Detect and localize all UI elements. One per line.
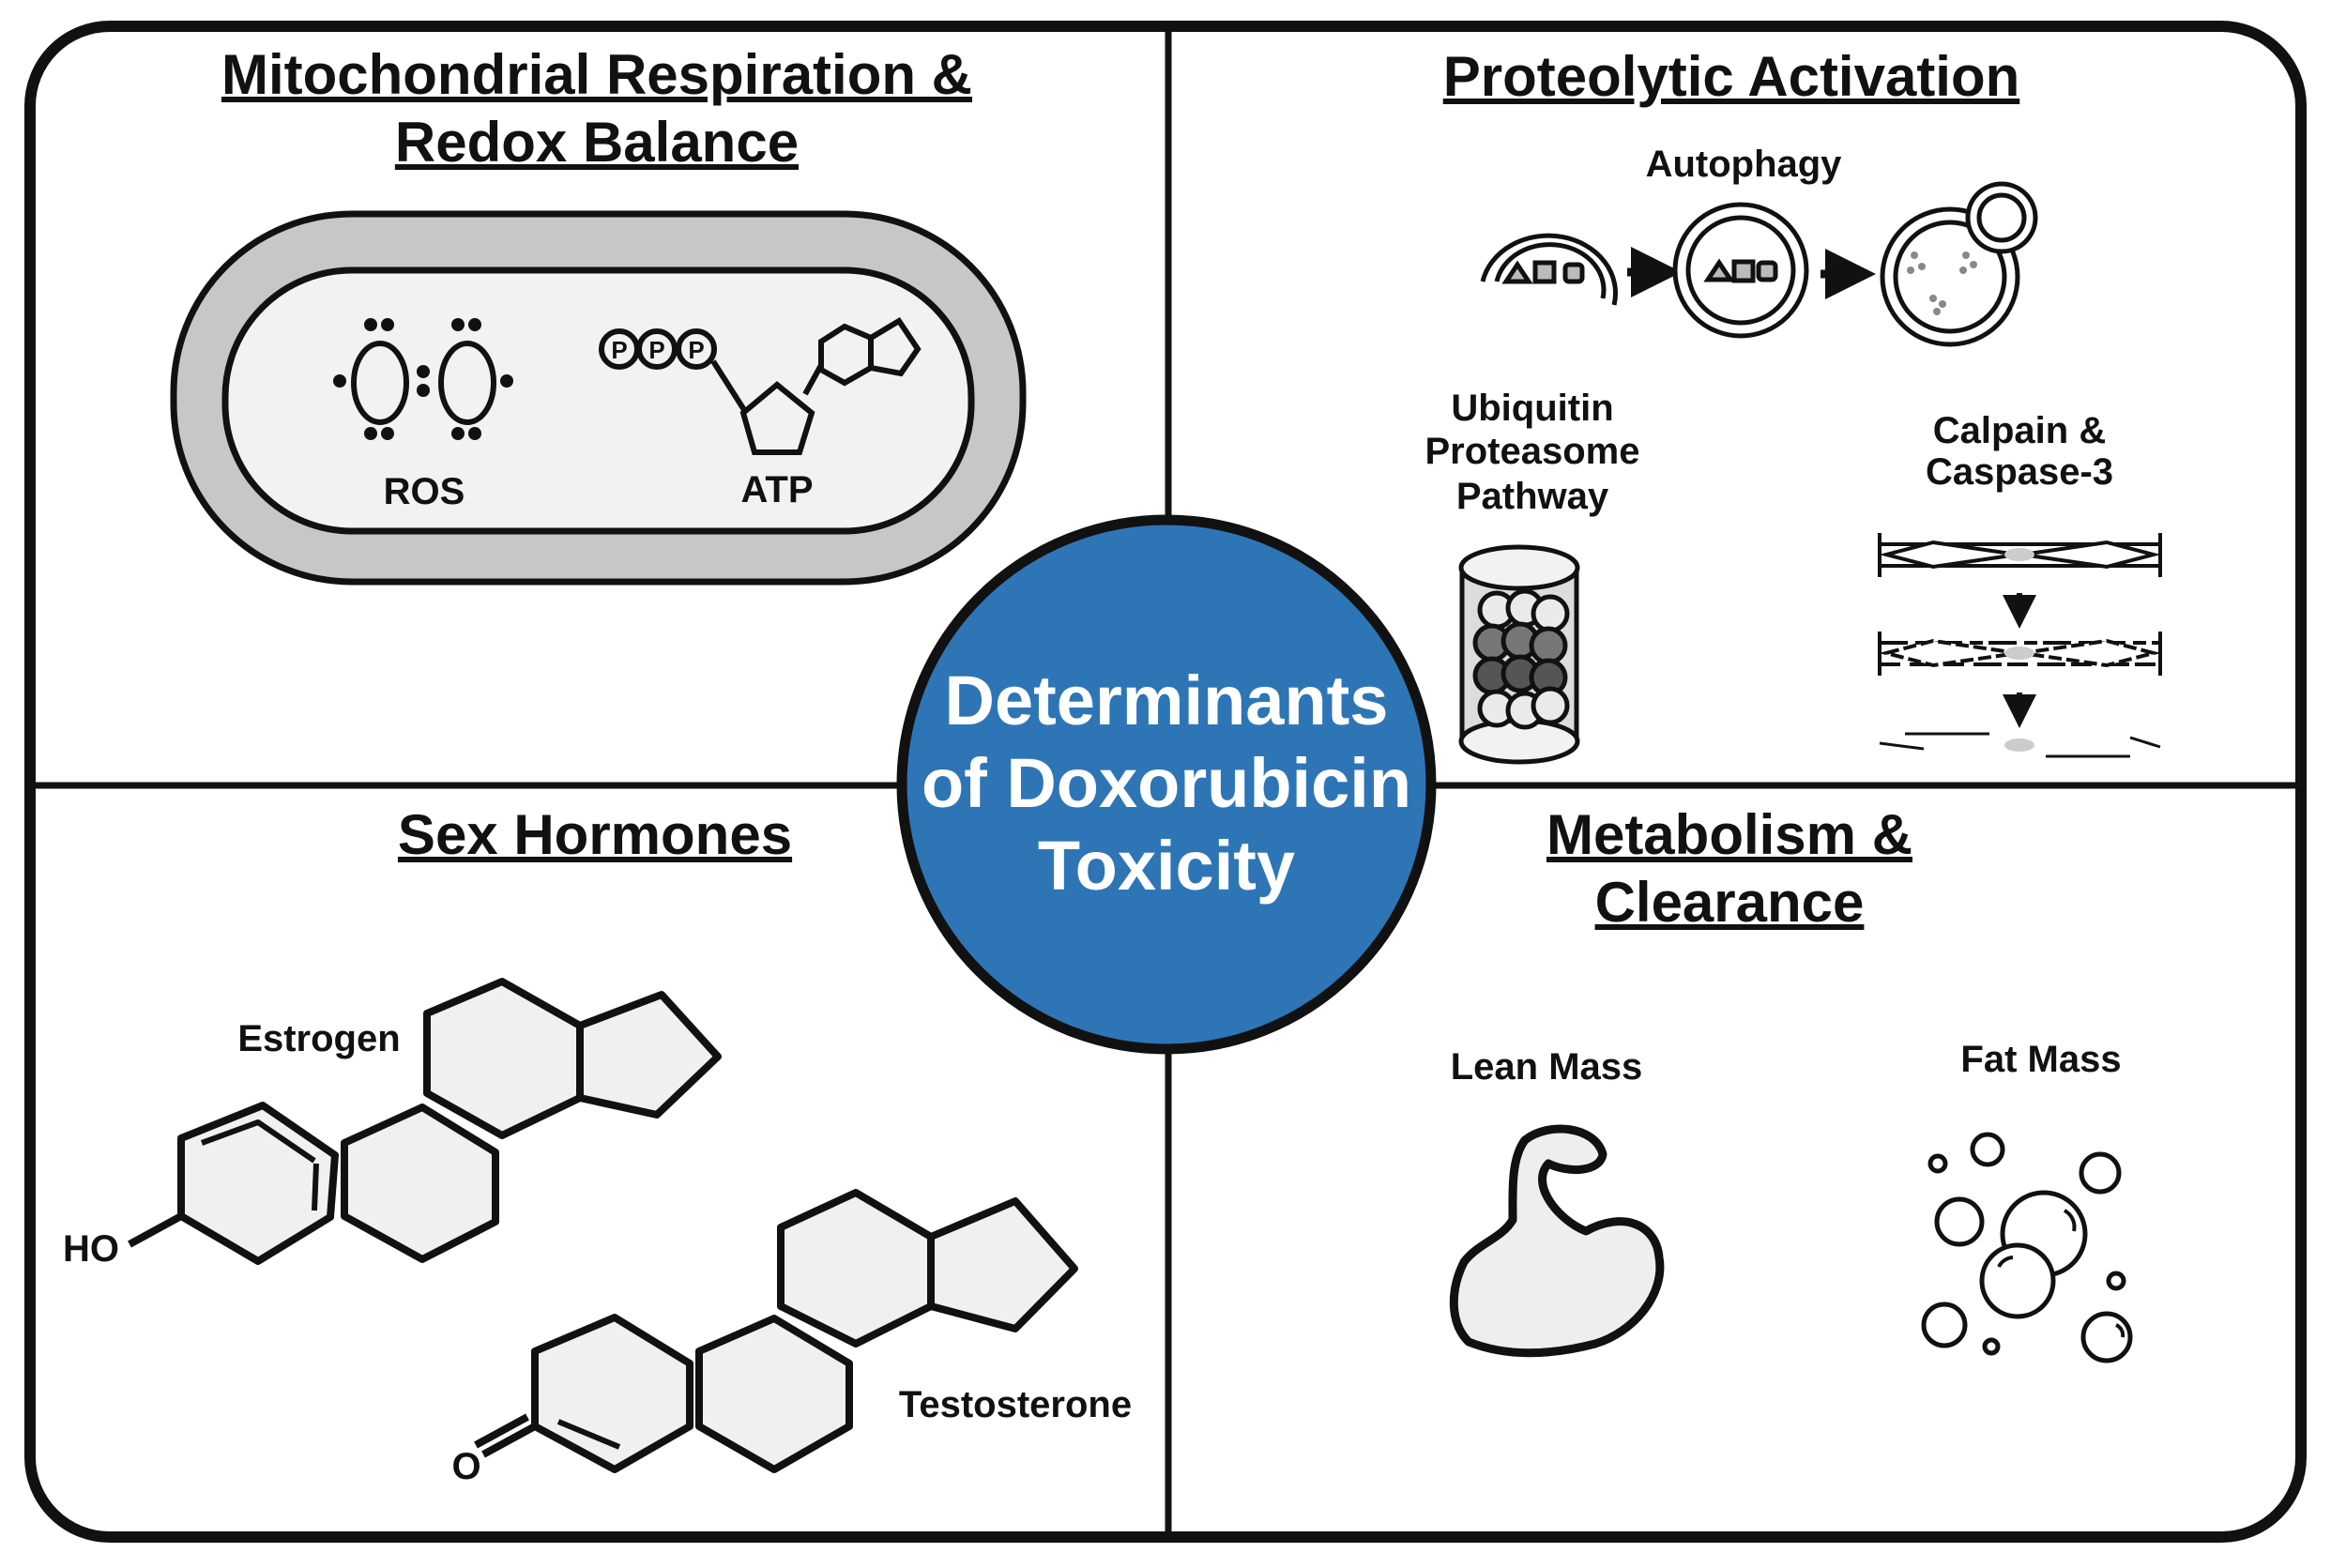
phosphate-2: P [648, 336, 664, 364]
center-badge: Determinants of Doxorubicin Toxicity [896, 514, 1437, 1055]
ubiquitin-label-line3: Pathway [1456, 476, 1609, 517]
calpain-label-line1: Calpain & [1933, 410, 2106, 451]
metabolism-title-line1: Metabolism & [1546, 803, 1912, 866]
quadrant-mitochondrial: Mitochondrial Respiration & Redox Balanc… [170, 43, 1027, 586]
autophagosome-icon [1672, 202, 1809, 339]
ros-icon [333, 318, 513, 440]
calpain-label-line2: Caspase-3 [1926, 451, 2113, 493]
proteolytic-title: Proteolytic Activation [1443, 45, 2020, 108]
quadrant-metabolism: Metabolism & Clearance Lean Mass Fat Mas… [1449, 803, 2133, 1363]
ros-label: ROS [384, 471, 465, 512]
sex-hormones-title: Sex Hormones [398, 803, 792, 866]
center-title-line1: Determinants [945, 662, 1389, 739]
ubiquitin-label-line1: Ubiquitin [1451, 388, 1613, 429]
mito-title-line2: Redox Balance [395, 111, 799, 174]
quadrant-proteolytic: Proteolytic Activation Autophagy [1425, 45, 2162, 765]
center-title-line3: Toxicity [1038, 827, 1295, 905]
atp-icon [599, 316, 922, 455]
center-title-line2: of Doxorubicin [922, 744, 1411, 822]
sarcomere-degrading-icon [1878, 632, 2162, 676]
estrogen-molecule-icon [128, 978, 722, 1265]
proteasome-icon [1458, 544, 1580, 765]
autophagy-label: Autophagy [1646, 144, 1843, 185]
mitochondrion-inner-membrane [221, 266, 975, 535]
muscle-arm-icon [1449, 1124, 1665, 1358]
lean-mass-label: Lean Mass [1451, 1046, 1643, 1088]
oxygen-label: O [451, 1446, 480, 1487]
fat-mass-label: Fat Mass [1960, 1039, 2121, 1080]
atp-label: ATP [740, 469, 813, 510]
phosphate-1: P [611, 336, 627, 364]
phagophore-icon [1480, 233, 1618, 306]
metabolism-title-line2: Clearance [1595, 871, 1865, 934]
quadrant-sex-hormones: Sex Hormones Estrogen HO O Testosterone [63, 803, 1132, 1487]
autolysosome-icon [1880, 181, 2038, 347]
center-circle [896, 514, 1437, 1055]
estrogen-label: Estrogen [237, 1018, 400, 1059]
sarcomere-degraded-icon [1879, 732, 2161, 758]
testosterone-molecule-icon [474, 1189, 1078, 1473]
phosphate-3: P [688, 336, 704, 364]
sarcomere-intact-icon [1878, 533, 2162, 577]
fat-droplets-icon [1921, 1132, 2133, 1363]
ho-label: HO [63, 1228, 119, 1270]
ubiquitin-label-line2: Proteasome [1425, 431, 1640, 472]
mito-title-line1: Mitochondrial Respiration & [221, 43, 972, 106]
testosterone-label: Testosterone [899, 1384, 1132, 1425]
